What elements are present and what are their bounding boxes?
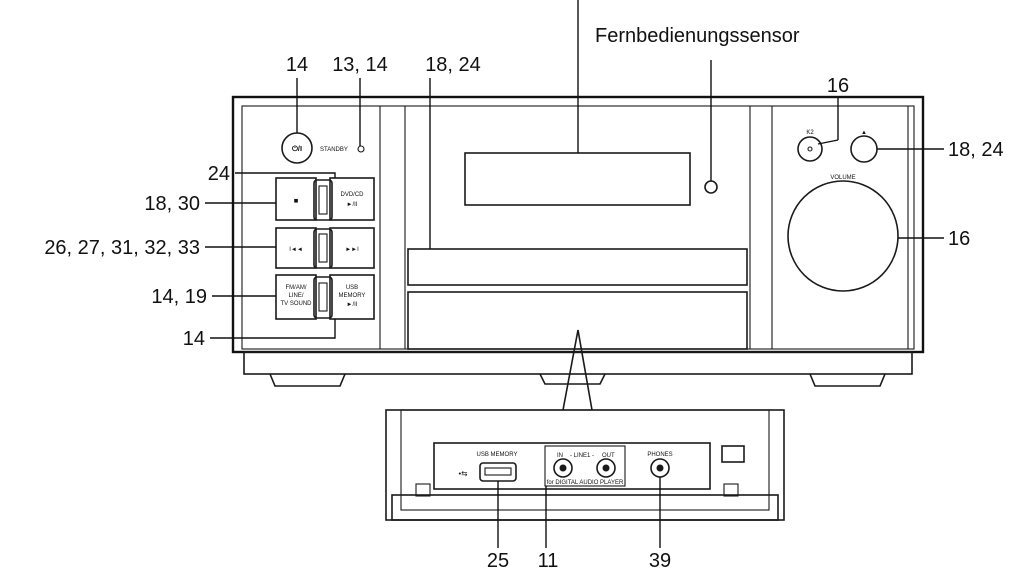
- usb-port-inner: [484, 467, 512, 476]
- rocker-2[interactable]: [313, 228, 333, 269]
- callout-16-right: 16: [948, 228, 970, 250]
- jack-panel-detail: USB MEMORY •⇆ IN - LINE1 - OUT for DIGIT…: [385, 329, 785, 521]
- eject-icon: ▲: [861, 130, 867, 136]
- phones-jack-hole: [656, 464, 664, 472]
- callout-26-33: 26, 27, 31, 32, 33: [44, 237, 200, 259]
- next-button[interactable]: [329, 227, 375, 269]
- sensor-title: Fernbedienungssensor: [595, 25, 800, 47]
- callout-18-30: 18, 30: [144, 193, 200, 215]
- dvd-cd-label: DVD/CD: [340, 192, 364, 198]
- leader-k2b: [817, 139, 839, 145]
- rocker-3-inner: [318, 282, 328, 312]
- power-icon: ⏻/I: [292, 144, 302, 153]
- usb-symbol-icon: •⇆: [459, 469, 468, 478]
- detail-outer: [385, 409, 785, 521]
- line1-label: - LINE1 -: [570, 453, 594, 459]
- usb-label-2: MEMORY: [339, 293, 366, 299]
- usb-play-pause-icon: ►/II: [347, 302, 358, 308]
- eject-button[interactable]: [850, 135, 878, 163]
- callout-14-19: 14, 19: [151, 286, 207, 308]
- leader-24: [235, 172, 336, 178]
- right-controls: K2 ▲ VOLUME: [787, 130, 899, 292]
- jack-strip: [433, 442, 711, 490]
- foot-center: [539, 373, 606, 385]
- usb-play-button[interactable]: [329, 274, 375, 320]
- stop-button[interactable]: [275, 177, 317, 221]
- line-out-jack-hole: [602, 464, 610, 472]
- callout-14-bottom: 14: [183, 328, 205, 350]
- leader-lines: [205, 0, 944, 548]
- callout-24: 24: [208, 163, 230, 185]
- k2-label: K2: [806, 130, 814, 136]
- line-out-jack[interactable]: [596, 458, 616, 478]
- callout-39: 39: [649, 550, 671, 571]
- callout-18-24-right: 18, 24: [948, 139, 1004, 161]
- stop-icon: ■: [294, 196, 299, 205]
- rocker-3[interactable]: [313, 276, 333, 319]
- prev-icon: I◄◄: [289, 247, 303, 253]
- next-icon: ►►I: [345, 247, 359, 253]
- usb-memory-label: USB MEMORY: [477, 452, 518, 458]
- door-latch: [721, 445, 745, 463]
- rocker-2-inner: [318, 233, 328, 263]
- line-in-label: IN: [557, 453, 563, 459]
- volume-knob[interactable]: [787, 180, 899, 292]
- hinge-left: [415, 483, 431, 497]
- callout-14-power: 14: [286, 54, 308, 76]
- rocker-1[interactable]: [313, 179, 333, 221]
- k2-button[interactable]: [797, 136, 823, 162]
- callout-25: 25: [487, 550, 509, 571]
- front-door[interactable]: [407, 291, 748, 350]
- callout-16-top: 16: [827, 75, 849, 97]
- standby-label: STANDBY: [320, 147, 348, 153]
- hinge-right: [723, 483, 739, 497]
- detail-base: [391, 494, 779, 521]
- callout-18-24-top: 18, 24: [425, 54, 481, 76]
- phones-label: PHONES: [647, 452, 672, 458]
- left-controls: ⏻/I STANDBY ■ DVD/CD ►/II I◄◄ ►►I FM/AM/…: [275, 132, 375, 320]
- detail-inner: [400, 409, 770, 511]
- line-in-jack[interactable]: [553, 458, 573, 478]
- source-label-3: TV SOUND: [280, 301, 312, 307]
- foot-right: [809, 373, 886, 387]
- dvd-play-pause-icon: ►/II: [347, 202, 358, 208]
- display-window: [464, 152, 691, 206]
- source-label-1: FM/AM/: [286, 285, 307, 291]
- prev-button[interactable]: [275, 227, 317, 269]
- k2-button-dot: [807, 146, 813, 152]
- line-out-label: OUT: [602, 453, 615, 459]
- source-button[interactable]: [275, 274, 317, 320]
- line-in-jack-hole: [559, 464, 567, 472]
- callouts: Fernbedienungssensor 14 13, 14 18, 24 16…: [44, 25, 1003, 571]
- remote-sensor: [704, 180, 718, 194]
- leader-14-bottom: [210, 319, 336, 339]
- usb-label-1: USB: [346, 285, 358, 291]
- line1-box: [544, 445, 626, 487]
- callout-13-14: 13, 14: [332, 54, 388, 76]
- zoom-pointer: [562, 329, 593, 411]
- rocker-1-inner: [318, 185, 328, 215]
- callout-11: 11: [538, 550, 559, 571]
- volume-label: VOLUME: [830, 175, 855, 181]
- disc-tray[interactable]: [407, 248, 748, 286]
- foot-left: [269, 373, 346, 387]
- dvd-cd-play-button[interactable]: [329, 177, 375, 221]
- digital-player-label: for DIGITAL AUDIO PLAYER: [547, 480, 624, 486]
- source-label-2: LINE/: [288, 293, 303, 299]
- unit-base: [243, 351, 913, 375]
- standby-led: [357, 145, 365, 153]
